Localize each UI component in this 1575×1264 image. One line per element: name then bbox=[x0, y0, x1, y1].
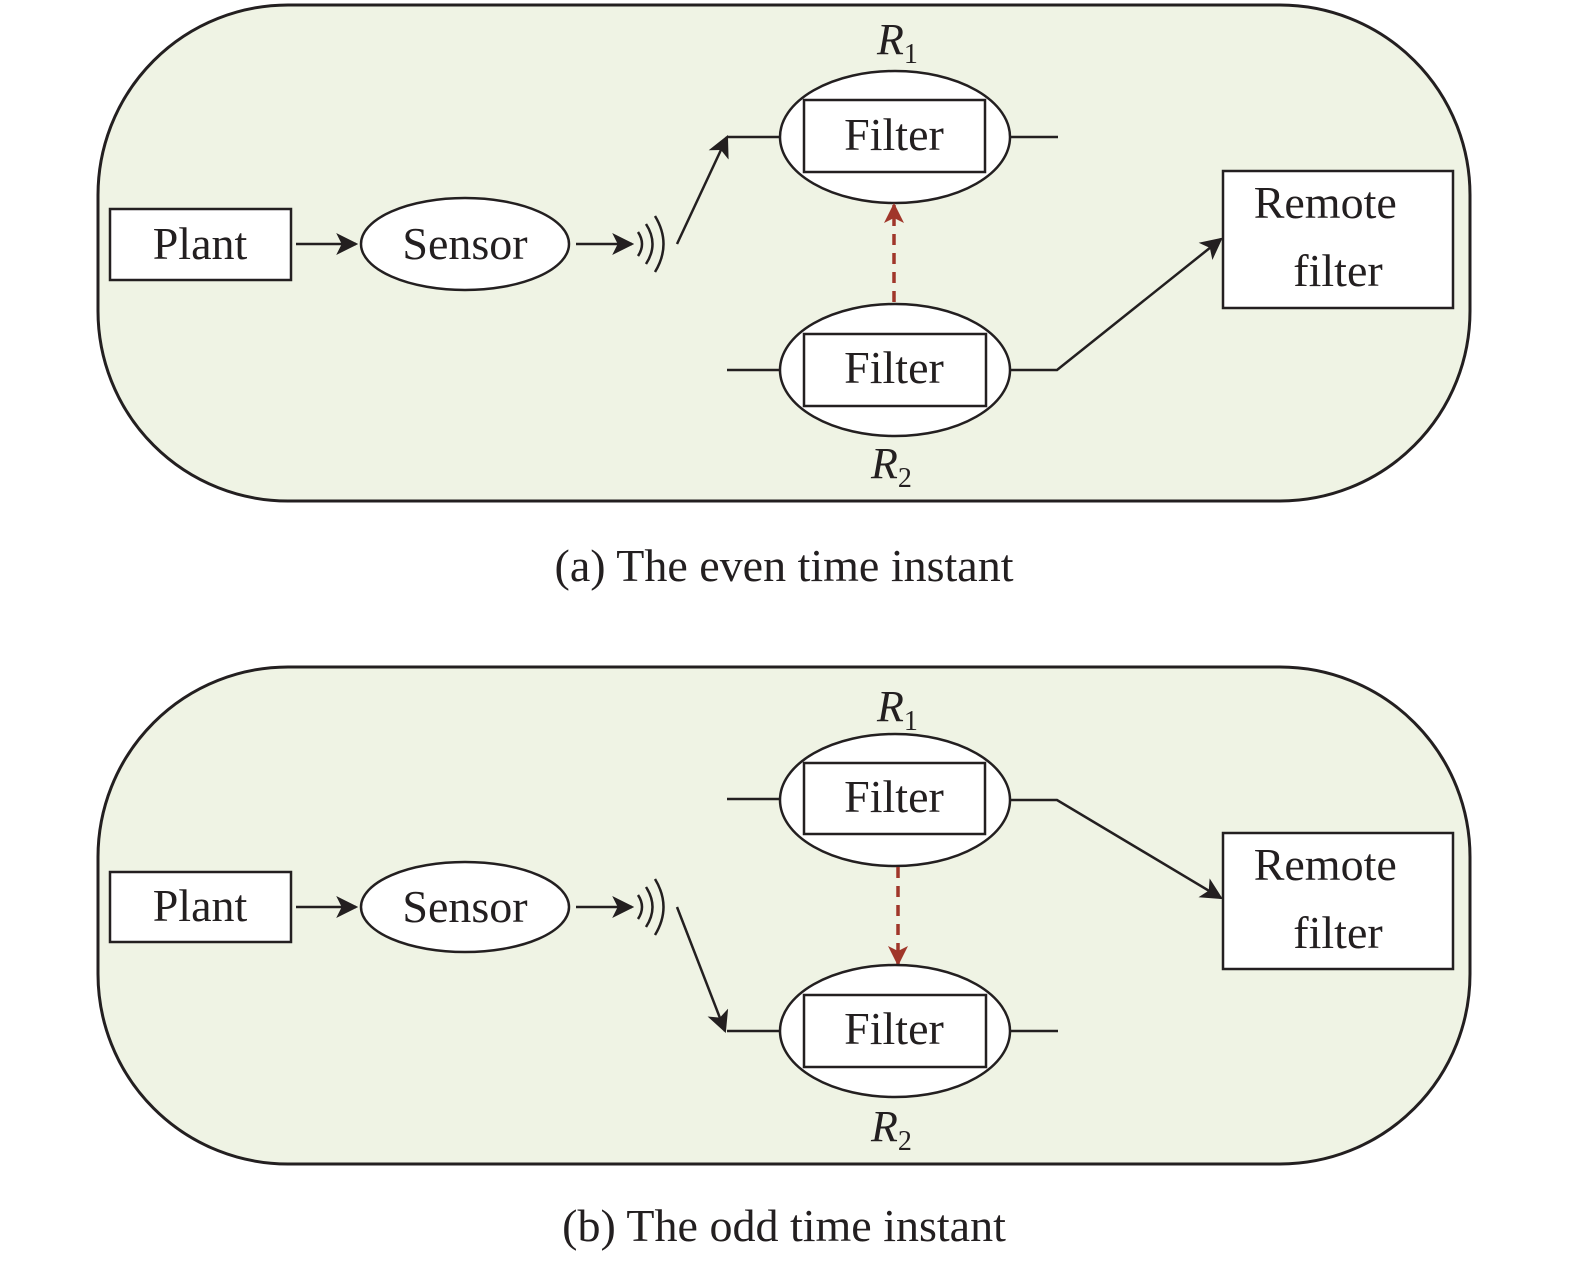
plant-box bbox=[108, 870, 293, 944]
panel-a: Plant Sensor Filter R1 Filter bbox=[96, 3, 1472, 503]
wireless-signal-icon bbox=[636, 878, 665, 936]
sensor-node bbox=[359, 860, 571, 954]
panel-a-background bbox=[96, 3, 1472, 503]
plant-label: Plant bbox=[153, 218, 248, 269]
relay2-label: R2 bbox=[870, 439, 912, 494]
relay2-to-remote-filter-arrow bbox=[1010, 237, 1223, 372]
remote-filter-label: Remote filter bbox=[1254, 839, 1409, 958]
relay2-filter-label: Filter bbox=[844, 1003, 944, 1054]
antenna-to-relay1-arrow bbox=[675, 135, 729, 245]
panel-b: Plant Sensor Filter R1 Filter bbox=[96, 665, 1472, 1166]
sensor-label: Sensor bbox=[402, 218, 527, 269]
remote-filter-box bbox=[1221, 169, 1455, 310]
relay1-filter-label: Filter bbox=[844, 771, 944, 822]
relay1-filter-box bbox=[802, 761, 987, 836]
relay2-filter-box bbox=[802, 332, 988, 408]
panel-a-caption: (a) The even time instant bbox=[555, 540, 1014, 591]
plant-label: Plant bbox=[153, 880, 248, 931]
antenna-to-relay2-arrow bbox=[675, 906, 729, 1034]
relay1-label: R1 bbox=[876, 682, 918, 737]
relay2-label: R2 bbox=[870, 1102, 912, 1157]
panel-b-caption: (b) The odd time instant bbox=[562, 1200, 1006, 1251]
relay1-filter-label: Filter bbox=[844, 109, 944, 160]
plant-box bbox=[108, 207, 293, 282]
relay2-filter-box bbox=[802, 993, 988, 1069]
relay1-to-remote-filter-arrow bbox=[1010, 798, 1223, 900]
wireless-signal-icon bbox=[636, 215, 665, 273]
remote-filter-box bbox=[1221, 831, 1455, 971]
sensor-node bbox=[359, 196, 571, 292]
panel-b-background bbox=[96, 665, 1472, 1166]
relay1-label: R1 bbox=[876, 15, 918, 70]
relay2-filter-label: Filter bbox=[844, 342, 944, 393]
relay1-filter-box bbox=[802, 98, 987, 174]
sensor-label: Sensor bbox=[402, 881, 527, 932]
remote-filter-label: Remote filter bbox=[1254, 177, 1409, 296]
